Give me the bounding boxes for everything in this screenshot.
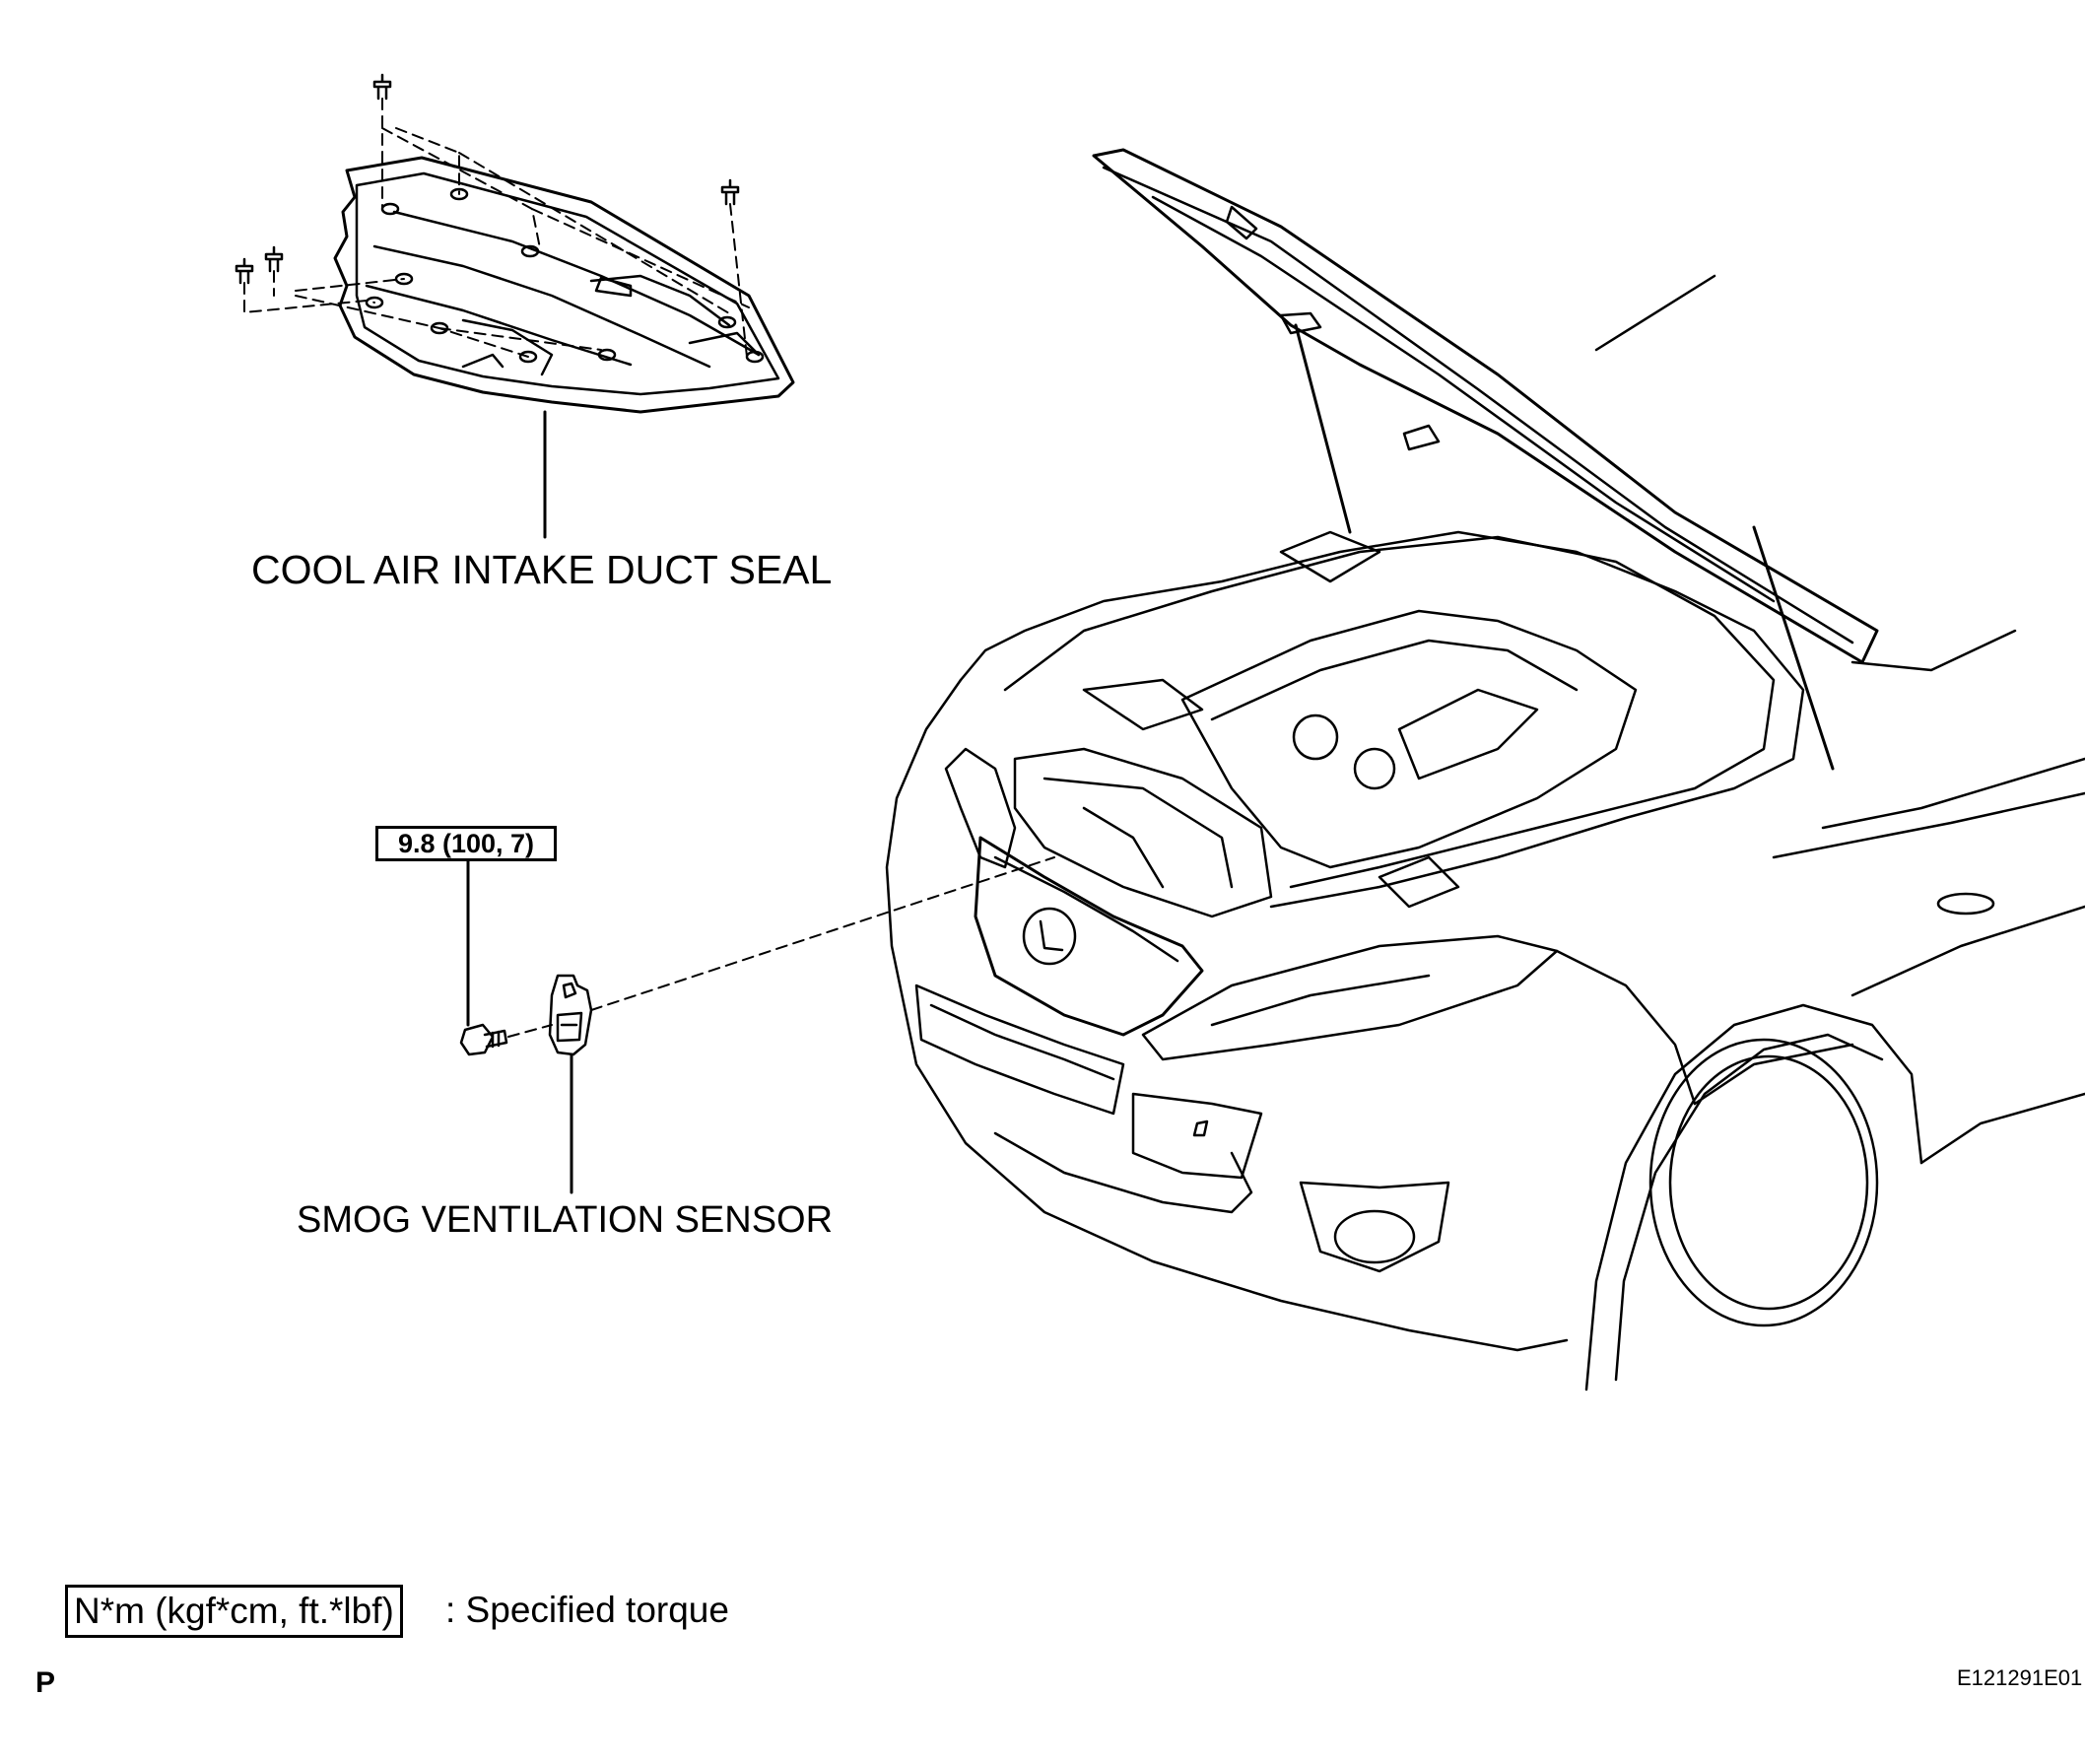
vehicle-illustration [885, 148, 2085, 1391]
figure-code: E121291E01 [1957, 1665, 2083, 1690]
sensor-install-line [507, 856, 1055, 1038]
page-letter: P [35, 1666, 56, 1699]
clip-guide-lines [243, 98, 750, 358]
legend-description: : Specified torque [445, 1590, 729, 1630]
torque-spec-box: 9.8 (100, 7) [375, 826, 557, 861]
duct-seal-label: COOL AIR INTAKE DUCT SEAL [251, 547, 833, 592]
bolt-icon [459, 1023, 508, 1056]
duct-seal-part [333, 156, 795, 414]
clip-icon [235, 73, 740, 285]
sensor-label: SMOG VENTILATION SENSOR [297, 1199, 834, 1241]
sensor-part [548, 974, 593, 1056]
legend-torque-box: N*m (kgf*cm, ft.*lbf) [65, 1585, 403, 1638]
